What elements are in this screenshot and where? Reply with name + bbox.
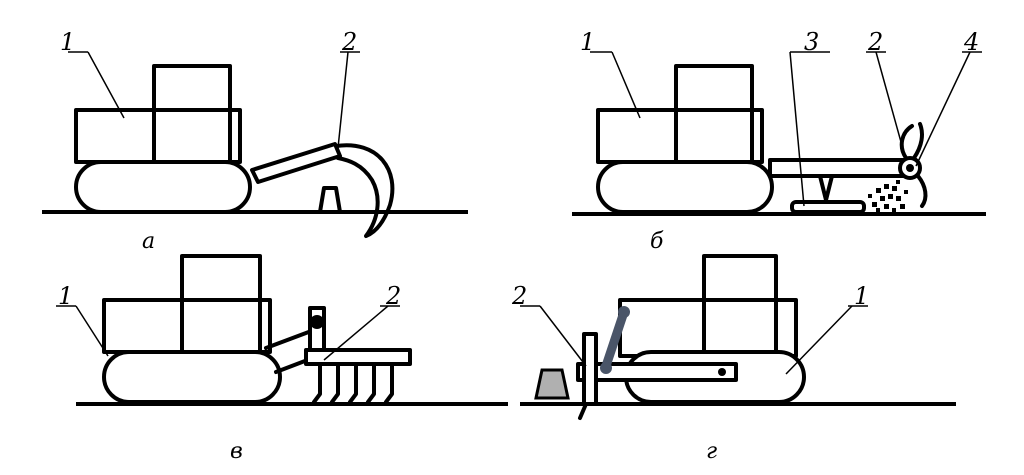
label-2-a: 2 bbox=[341, 28, 357, 56]
boom-b bbox=[768, 158, 910, 178]
tractor-cab-g bbox=[702, 254, 778, 304]
panel-b: 1 3 2 4 б bbox=[572, 28, 986, 254]
crawler-track-b bbox=[596, 160, 774, 214]
tractor-cab-v bbox=[180, 254, 262, 304]
label-1-a: 1 bbox=[60, 28, 75, 56]
tractor-cab-a bbox=[152, 64, 232, 114]
label-2-b: 2 bbox=[867, 28, 883, 56]
crawler-track-v bbox=[102, 350, 282, 404]
caption-a: а bbox=[142, 229, 155, 254]
hydraulic-cylinder-g bbox=[601, 307, 629, 371]
caption-v: в bbox=[230, 439, 243, 464]
crawler-track-a bbox=[74, 160, 252, 214]
panel-v: 1 2 в bbox=[56, 254, 508, 464]
caption-b: б bbox=[650, 229, 664, 254]
crushed-stone-b bbox=[868, 180, 908, 212]
plate-b bbox=[790, 200, 866, 214]
ripper-tooth-a bbox=[334, 143, 395, 238]
ripper-shank-g bbox=[582, 332, 598, 406]
tractor-cab-b bbox=[674, 64, 754, 114]
arm-a bbox=[250, 142, 342, 184]
stone-a bbox=[318, 186, 342, 214]
panel-g: 2 1 г bbox=[511, 254, 956, 464]
tines-v bbox=[312, 362, 394, 404]
label-1-v: 1 bbox=[58, 282, 73, 310]
caption-g: г bbox=[706, 439, 717, 464]
tractor-body-g bbox=[618, 298, 798, 358]
label-4-b: 4 bbox=[963, 28, 979, 56]
label-1-b: 1 bbox=[580, 28, 595, 56]
label-2-v: 2 bbox=[385, 282, 401, 310]
panel-a: 1 2 а bbox=[42, 28, 468, 254]
tractor-body-a bbox=[74, 108, 242, 164]
beam-g bbox=[576, 362, 738, 382]
cultivator-frame-v bbox=[304, 348, 412, 366]
tractor-body-b bbox=[596, 108, 764, 164]
tractor-body-v bbox=[102, 298, 272, 354]
label-2-g: 2 bbox=[511, 282, 527, 310]
label-3-b: 3 bbox=[804, 28, 819, 56]
label-1-g: 1 bbox=[854, 282, 869, 310]
stone-g bbox=[534, 368, 570, 400]
